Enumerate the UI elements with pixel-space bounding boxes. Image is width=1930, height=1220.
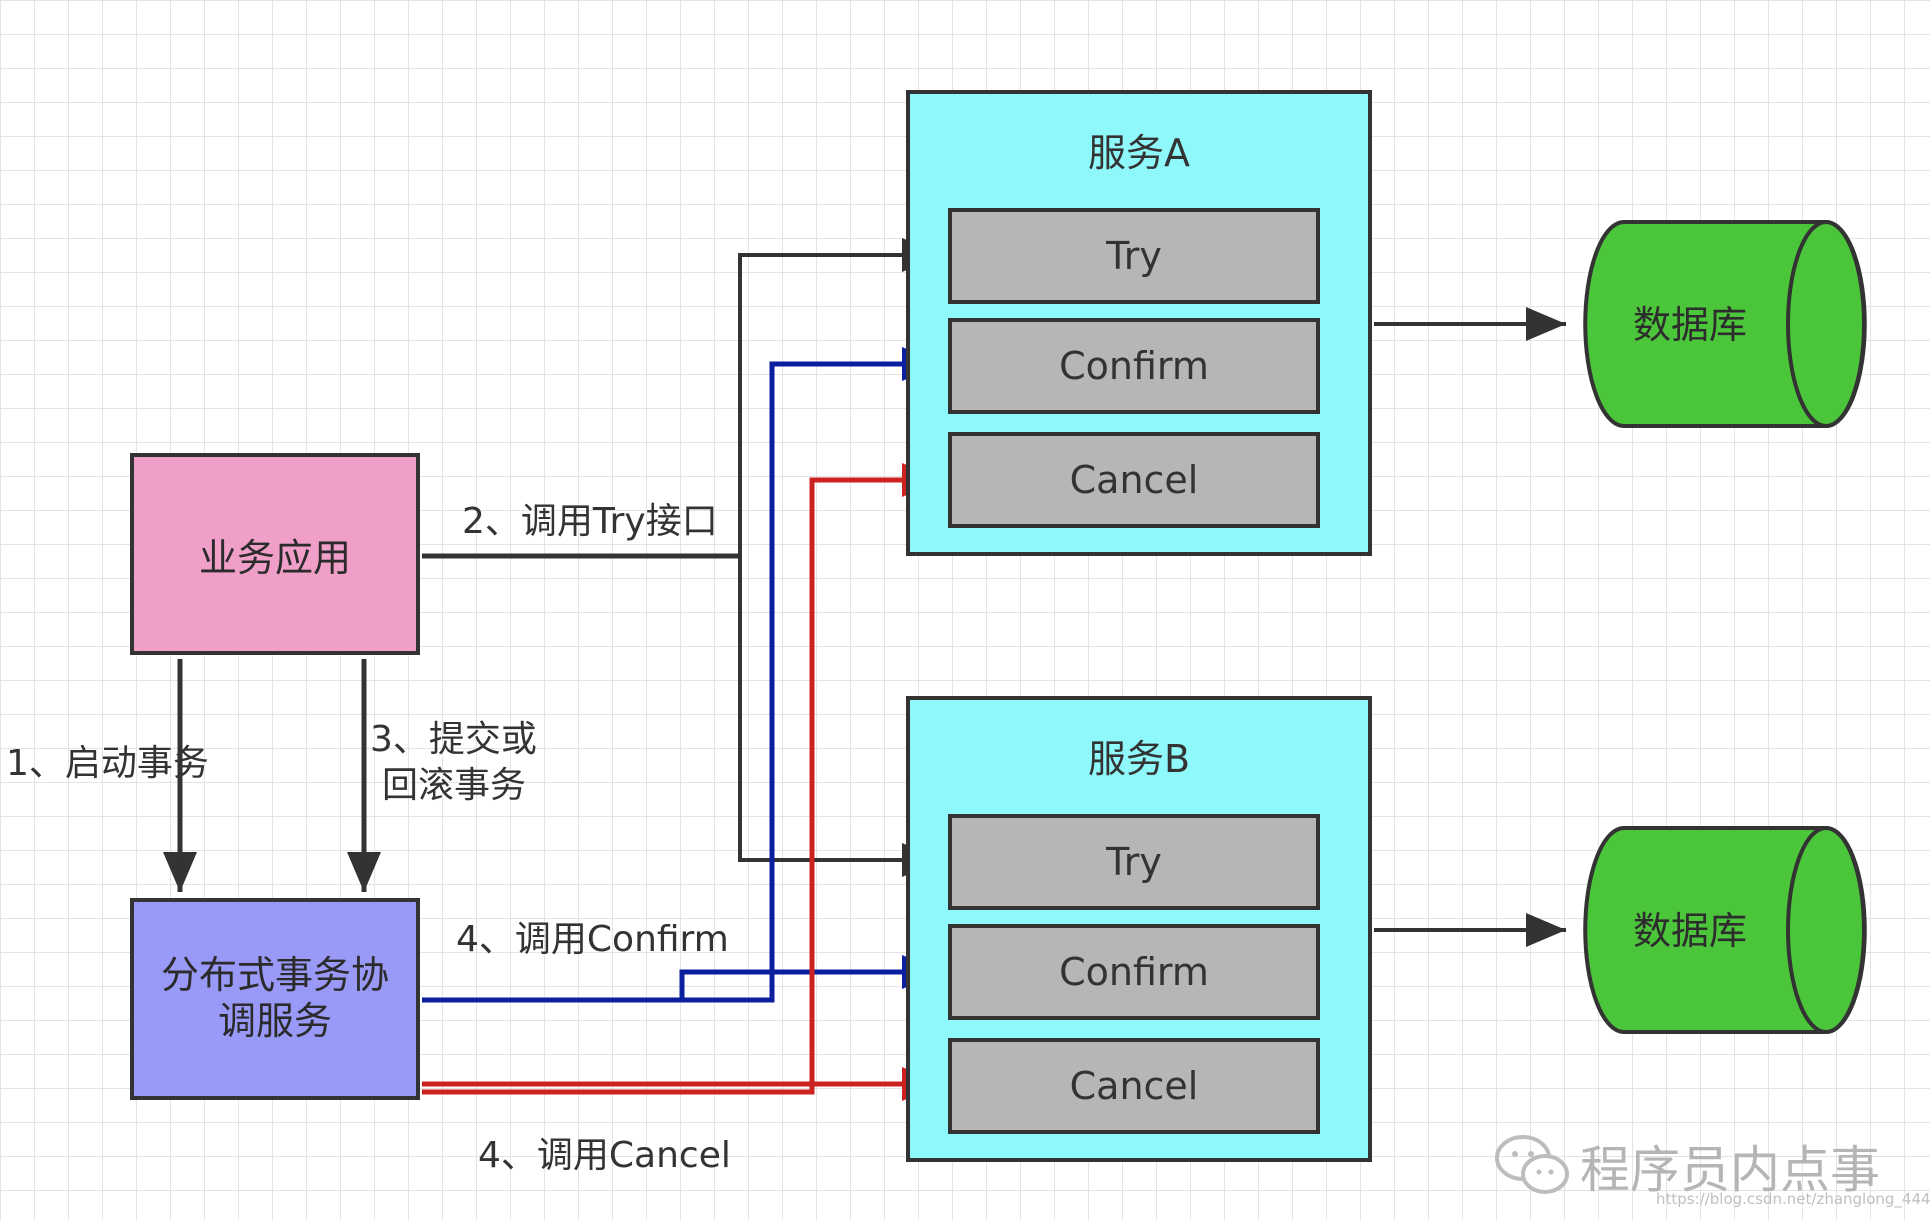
database-a: 数据库 xyxy=(1583,220,1867,428)
service-b-try: Try xyxy=(948,814,1320,910)
confirm-arrow-a xyxy=(422,347,942,1003)
call-try-label: 2、调用Try接口 xyxy=(462,501,718,542)
service-b-confirm: Confirm xyxy=(948,924,1320,1020)
watermark-url: https://blog.csdn.net/zhanglong_4444 xyxy=(1656,1190,1930,1208)
call-confirm-label: 4、调用Confirm xyxy=(456,919,729,960)
database-b-label: 数据库 xyxy=(1633,909,1747,953)
commit-rollback-label-line1: 3、提交或 xyxy=(370,719,537,760)
business-app-node: 业务应用 xyxy=(130,453,420,655)
database-a-label: 数据库 xyxy=(1633,303,1747,347)
tx-coordinator-label: 分布式事务协调服务 xyxy=(160,953,389,1043)
service-a-title: 服务A xyxy=(1088,131,1190,175)
try-arrow-b xyxy=(738,556,942,877)
watermark-brand: 程序员内点事 xyxy=(1580,1141,1880,1199)
call-cancel-label: 4、调用Cancel xyxy=(478,1135,731,1176)
wechat-icon xyxy=(1495,1135,1569,1194)
tx-coordinator-node: 分布式事务协调服务 xyxy=(130,898,420,1100)
try-arrow-a xyxy=(738,238,942,556)
service-b-cancel: Cancel xyxy=(948,1038,1320,1134)
database-b: 数据库 xyxy=(1583,826,1867,1034)
service-b-title: 服务B xyxy=(1087,737,1191,781)
business-app-label: 业务应用 xyxy=(198,535,351,580)
service-a-node: 服务A Try Confirm Cancel xyxy=(906,90,1372,556)
confirm-arrow-b xyxy=(679,955,942,1000)
service-a-confirm: Confirm xyxy=(948,318,1320,414)
start-tx-label: 1、启动事务 xyxy=(6,743,209,784)
commit-rollback-label-line2: 回滚事务 xyxy=(382,765,527,806)
service-a-try: Try xyxy=(948,208,1320,304)
cancel-arrow-a xyxy=(422,463,942,1095)
service-a-cancel: Cancel xyxy=(948,432,1320,528)
service-b-node: 服务B Try Confirm Cancel xyxy=(906,696,1372,1162)
